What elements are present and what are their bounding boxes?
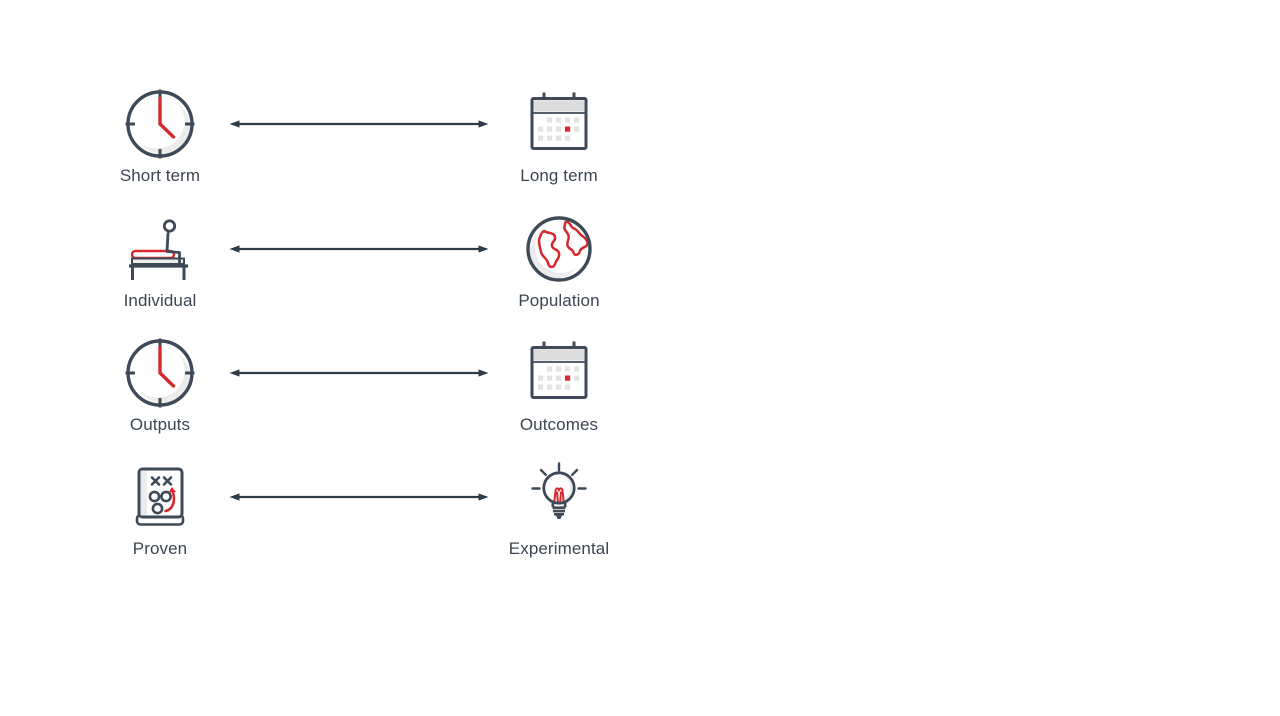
concept-experimental: Experimental	[484, 459, 634, 559]
calendar-icon	[530, 341, 588, 399]
double-headed-arrow-icon	[228, 117, 490, 131]
globe-icon	[526, 216, 592, 282]
concept-label: Outputs	[129, 415, 191, 434]
concept-label: Population	[518, 291, 600, 310]
concept-label: Short term	[119, 166, 201, 185]
concept-outputs: Outputs	[85, 335, 235, 435]
concept-label: Experimental	[508, 539, 610, 558]
concept-label: Individual	[123, 291, 197, 310]
lightbulb-icon	[531, 462, 587, 519]
concept-outcomes: Outcomes	[484, 335, 634, 435]
concept-pair-row: Short term Lon	[0, 86, 660, 204]
concept-pair-row: Proven	[0, 459, 660, 577]
concept-pair-row: Individual Population	[0, 211, 660, 329]
concept-short-term: Short term	[85, 86, 235, 186]
concept-population: Population	[484, 211, 634, 311]
concept-label: Proven	[132, 539, 188, 558]
concept-individual: Individual	[85, 211, 235, 311]
clock-icon	[125, 89, 195, 159]
double-headed-arrow-icon	[228, 242, 490, 256]
concept-label: Long term	[520, 166, 598, 185]
concept-label: Outcomes	[519, 415, 599, 434]
concept-pair-row: Outputs Outcom	[0, 335, 660, 453]
playbook-icon	[135, 467, 185, 526]
calendar-icon	[530, 92, 588, 150]
double-headed-arrow-icon	[228, 490, 490, 504]
double-headed-arrow-icon	[228, 366, 490, 380]
patient-in-bed-icon	[129, 219, 188, 280]
clock-icon	[125, 338, 195, 408]
concept-proven: Proven	[85, 459, 235, 559]
concept-long-term: Long term	[484, 86, 634, 186]
